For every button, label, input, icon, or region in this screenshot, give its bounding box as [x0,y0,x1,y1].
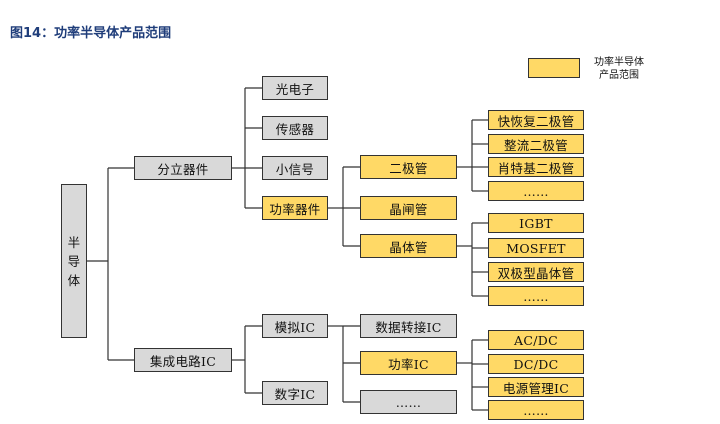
node-bipolar-transistor: 双极型晶体管 [488,262,584,282]
legend-label: 功率半导体 产品范围 [588,56,650,82]
node-optoelectronics: 光电子 [262,76,328,100]
legend-line-2: 产品范围 [599,70,639,81]
node-analog-more: …… [360,390,457,414]
node-diode-more: …… [488,181,584,201]
node-sensor: 传感器 [262,116,328,140]
node-discrete-devices: 分立器件 [134,156,232,180]
node-small-signal: 小信号 [262,156,328,180]
node-ac-dc: AC/DC [488,330,584,350]
node-transistor-more: …… [488,286,584,306]
node-digital-ic: 数字IC [262,381,328,405]
node-diode: 二极管 [360,155,457,179]
node-data-converter-ic: 数据转接IC [360,314,457,338]
root-char-2: 导 [67,253,81,269]
node-analog-ic: 模拟IC [262,314,328,338]
node-semiconductor: 半 导 体 [61,184,87,338]
node-dc-dc: DC/DC [488,354,584,374]
node-thyristor: 晶闸管 [360,196,457,220]
root-char-1: 半 [67,234,81,250]
node-fast-recovery-diode: 快恢复二极管 [488,110,584,130]
legend-swatch [528,58,580,78]
node-transistor: 晶体管 [360,234,457,258]
node-mosfet: MOSFET [488,238,584,258]
node-power-devices: 功率器件 [262,196,328,220]
figure-title: 图14：功率半导体产品范围 [10,26,172,41]
node-integrated-circuit: 集成电路IC [134,348,232,372]
node-schottky-diode: 肖特基二极管 [488,157,584,177]
root-char-3: 体 [67,272,81,288]
node-igbt: IGBT [488,213,584,233]
node-power-ic-more: …… [488,400,584,420]
legend-line-1: 功率半导体 [594,57,644,68]
node-power-ic: 功率IC [360,351,457,375]
node-rectifier-diode: 整流二极管 [488,134,584,154]
node-power-management-ic: 电源管理IC [488,377,584,397]
